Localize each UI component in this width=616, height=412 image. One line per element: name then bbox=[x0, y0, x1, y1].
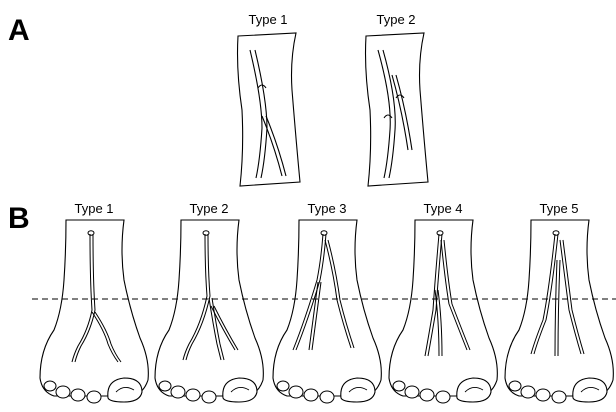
panel-b-type-3-label: Type 3 bbox=[307, 201, 346, 216]
panel-b-foot-type-1 bbox=[40, 220, 148, 403]
panel-b-type-4-label: Type 4 bbox=[423, 201, 462, 216]
panel-a-type-2-label: Type 2 bbox=[376, 12, 415, 27]
panel-b-foot-type-4 bbox=[389, 220, 497, 403]
panel-b-foot-type-2 bbox=[155, 220, 263, 403]
panel-b-type-1-label: Type 1 bbox=[74, 201, 113, 216]
panel-a-type-1-label: Type 1 bbox=[248, 12, 287, 27]
panel-b-foot-type-5 bbox=[505, 220, 613, 403]
panel-b-foot-type-3 bbox=[273, 220, 381, 403]
panel-a-leg-type-1 bbox=[238, 33, 301, 186]
panel-a-letter: A bbox=[8, 14, 30, 47]
panel-b-type-2-label: Type 2 bbox=[189, 201, 228, 216]
panel-a-leg-type-2 bbox=[366, 33, 429, 186]
panel-b-letter: B bbox=[8, 202, 30, 235]
panel-b-type-5-label: Type 5 bbox=[539, 201, 578, 216]
